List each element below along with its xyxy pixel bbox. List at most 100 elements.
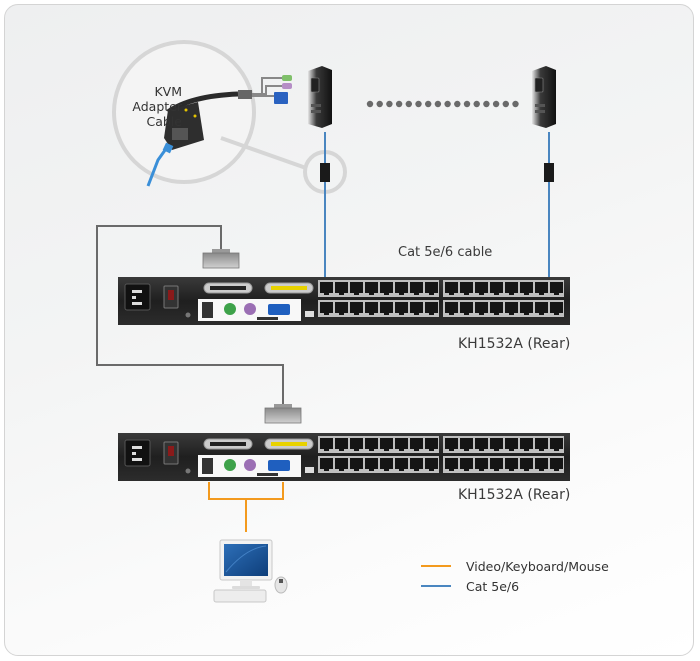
kvm-label-line-3: Cable bbox=[146, 114, 183, 129]
rj45-port-icon bbox=[460, 458, 473, 469]
port-bank bbox=[443, 456, 564, 473]
rj45-port-icon bbox=[395, 282, 408, 293]
rj45-port-icon bbox=[445, 282, 458, 293]
ellipsis-dots bbox=[366, 100, 519, 108]
rj45-port-icon bbox=[320, 438, 333, 449]
port-bank bbox=[318, 436, 439, 453]
rj45-port-icon bbox=[535, 458, 548, 469]
rj45-port-icon bbox=[490, 302, 503, 313]
rj45-port-icon bbox=[475, 302, 488, 313]
rj45-port-icon bbox=[320, 302, 333, 313]
ellipsis-dot bbox=[434, 100, 442, 108]
rj45-port-icon bbox=[550, 438, 563, 449]
rj45-port-icon bbox=[320, 458, 333, 469]
rj45-port-icon bbox=[520, 458, 533, 469]
keyboard-icon bbox=[213, 589, 267, 603]
mouse-icon bbox=[274, 576, 288, 594]
port-bank bbox=[318, 300, 439, 317]
legend-item-vkm: Video/Keyboard/Mouse bbox=[421, 556, 609, 576]
power-inlet-icon bbox=[124, 439, 151, 467]
power-inlet-icon bbox=[124, 283, 151, 311]
callout-connector bbox=[220, 136, 307, 170]
rj45-port-icon bbox=[410, 438, 423, 449]
rj45-port-icon bbox=[445, 302, 458, 313]
chain-connector-icon bbox=[202, 249, 240, 269]
vga-plug-icon bbox=[274, 92, 288, 104]
ferrite-core-icon bbox=[544, 163, 554, 182]
rj45-port-icon bbox=[475, 438, 488, 449]
ellipsis-dot bbox=[502, 100, 509, 108]
port-bank bbox=[443, 436, 564, 453]
ellipsis-dot bbox=[444, 100, 451, 108]
rj45-port-icon bbox=[425, 282, 438, 293]
rj45-port-icon bbox=[410, 282, 423, 293]
usb-ports-icon bbox=[202, 458, 213, 474]
rj45-port-icon bbox=[475, 282, 488, 293]
ps2-keyboard-port-icon bbox=[224, 459, 236, 471]
usb-ports-icon bbox=[202, 302, 213, 318]
rj45-port-icon bbox=[505, 302, 518, 313]
rj45-port-icon bbox=[520, 282, 533, 293]
cat-cable-label: Cat 5e/6 cable bbox=[398, 245, 493, 260]
rj45-port-icon bbox=[425, 302, 438, 313]
rj45-port-icon bbox=[350, 438, 363, 449]
chain-connector-icon bbox=[264, 404, 302, 424]
rj45-port-icon bbox=[380, 302, 393, 313]
cat-cable-1 bbox=[320, 132, 330, 280]
kvm-label-line-2: Adapter bbox=[132, 99, 182, 114]
rj45-port-icon bbox=[445, 458, 458, 469]
kh1532a-rear-panel-1 bbox=[118, 277, 570, 325]
rj45-port-icon bbox=[365, 438, 378, 449]
rj45-port-icon bbox=[505, 458, 518, 469]
rj45-port-icon bbox=[535, 302, 548, 313]
rj45-port-icon bbox=[445, 438, 458, 449]
ps2-purple-plug-icon bbox=[282, 83, 292, 89]
legend-swatch-cat bbox=[421, 585, 451, 587]
legend: Video/Keyboard/Mouse Cat 5e/6 bbox=[421, 556, 609, 596]
rj45-port-icon bbox=[460, 282, 473, 293]
rj45-port-icon bbox=[335, 438, 348, 449]
rj45-port-icon bbox=[425, 458, 438, 469]
kvm-adapter-cable-label: KVM Adapter Cable bbox=[124, 84, 182, 129]
legend-label-cat: Cat 5e/6 bbox=[466, 578, 520, 594]
rj45-port-icon bbox=[335, 302, 348, 313]
rj45-port-icon bbox=[395, 458, 408, 469]
daisy-chain-cable bbox=[96, 225, 302, 424]
rj45-port-icon bbox=[335, 282, 348, 293]
ellipsis-dot bbox=[483, 100, 490, 108]
cat-cable-2 bbox=[544, 132, 554, 280]
kh1532a-rear-panel-2 bbox=[118, 433, 570, 481]
rj45-port-icon bbox=[490, 282, 503, 293]
port-bank bbox=[443, 300, 564, 317]
port-bank bbox=[443, 280, 564, 297]
rj45-port-icon bbox=[550, 282, 563, 293]
vga-port-icon bbox=[268, 304, 290, 315]
server-tower-icon-2 bbox=[532, 66, 556, 128]
fw-label bbox=[305, 311, 314, 317]
rj45-port-icon bbox=[395, 302, 408, 313]
kvm-label-line-1: KVM bbox=[154, 84, 182, 99]
rj45-port-icon bbox=[535, 438, 548, 449]
rj45-port-icon bbox=[365, 302, 378, 313]
console-computer-icon bbox=[213, 539, 288, 603]
rj45-port-icon bbox=[520, 302, 533, 313]
ellipsis-dot bbox=[376, 100, 383, 108]
ellipsis-dot bbox=[454, 100, 461, 108]
rj45-port-icon bbox=[365, 282, 378, 293]
kvm-adapter-cable-icon bbox=[146, 75, 292, 187]
ellipsis-dot bbox=[492, 100, 500, 108]
rj45-port-icon bbox=[490, 438, 503, 449]
ellipsis-dot bbox=[405, 100, 412, 108]
rj45-port-icon bbox=[410, 458, 423, 469]
rj45-port-icon bbox=[395, 438, 408, 449]
ps2-green-plug-icon bbox=[282, 75, 292, 81]
rj45-port-icon bbox=[350, 302, 363, 313]
port-bank bbox=[318, 280, 439, 297]
rj45-port-icon bbox=[380, 458, 393, 469]
rj45-port-icon bbox=[535, 282, 548, 293]
server-tower-icon-1 bbox=[308, 66, 332, 128]
rj45-port-icon bbox=[505, 438, 518, 449]
ps2-keyboard-port-icon bbox=[224, 303, 236, 315]
vga-port-icon bbox=[268, 460, 290, 471]
